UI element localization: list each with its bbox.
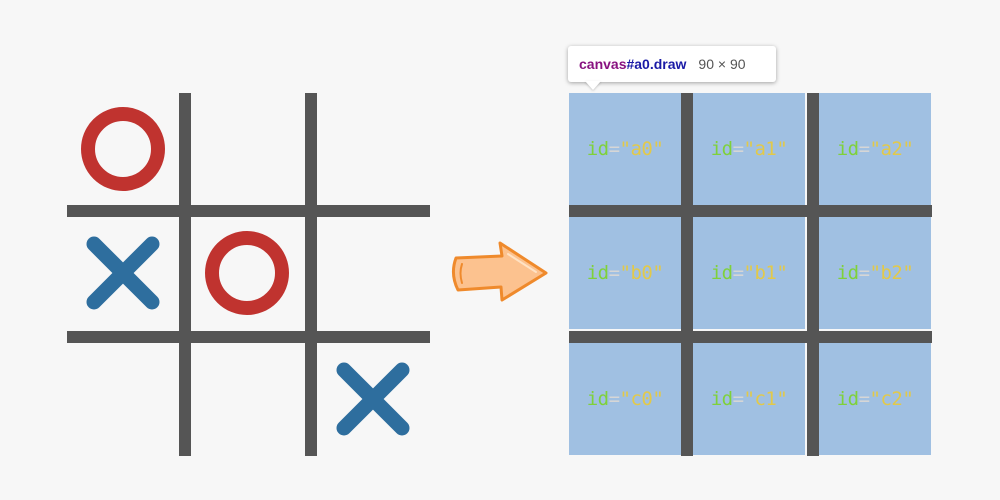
right-arrow-icon (451, 241, 548, 302)
attr-equals: = (608, 388, 620, 410)
grid-line (807, 93, 819, 456)
attr-equals: = (858, 138, 870, 160)
attr-name: id (836, 138, 859, 160)
attr-name: id (586, 262, 609, 284)
canvas-cell[interactable]: id="c2" (819, 343, 931, 455)
attr-equals: = (858, 262, 870, 284)
tooltip-selector: #a0.draw (626, 56, 687, 72)
attr-value: "a2" (869, 138, 914, 160)
x-mark-icon (86, 236, 160, 310)
attr-value: "b0" (619, 262, 664, 284)
devtools-tooltip: canvas#a0.draw 90 × 90 (568, 46, 776, 82)
cell-id-label: id="c2" (837, 388, 914, 410)
canvas-cell[interactable]: id="c0" (569, 343, 681, 455)
attr-name: id (586, 138, 609, 160)
attr-equals: = (608, 262, 620, 284)
tooltip-caret (585, 81, 601, 90)
attr-value: "b2" (869, 262, 914, 284)
attr-name: id (836, 262, 859, 284)
cell-id-label: id="a1" (711, 138, 788, 160)
tooltip-size: 90 × 90 (698, 56, 746, 72)
x-mark-icon (336, 362, 410, 436)
attr-value: "a1" (743, 138, 788, 160)
cell-id-label: id="c1" (711, 388, 788, 410)
attr-value: "b1" (743, 262, 788, 284)
attr-name: id (586, 388, 609, 410)
cell-id-label: id="a0" (587, 138, 664, 160)
attr-equals: = (732, 262, 744, 284)
canvas-cell[interactable]: id="b0" (569, 217, 681, 329)
canvas-grid: id="c2"id="c1"id="c0"id="b2"id="b1"id="b… (569, 93, 932, 456)
attr-equals: = (732, 138, 744, 160)
grid-line (569, 205, 932, 217)
o-mark-icon (205, 231, 289, 315)
tooltip-tag: canvas (579, 56, 627, 72)
grid-line (681, 93, 693, 456)
attr-value: "c2" (869, 388, 914, 410)
grid-line (305, 93, 317, 456)
canvas-cell[interactable]: id="c1" (693, 343, 805, 455)
attr-name: id (836, 388, 859, 410)
attr-name: id (710, 138, 733, 160)
canvas-cell[interactable]: id="a2" (819, 93, 931, 205)
attr-value: "c0" (619, 388, 664, 410)
cell-id-label: id="b2" (837, 262, 914, 284)
canvas-cell[interactable]: id="b2" (819, 217, 931, 329)
cell-id-label: id="c0" (587, 388, 664, 410)
canvas-cell[interactable]: id="a0" (569, 93, 681, 205)
grid-line (179, 93, 191, 456)
attr-equals: = (608, 138, 620, 160)
o-mark-icon (81, 107, 165, 191)
grid-line (67, 205, 430, 217)
grid-line (569, 331, 932, 343)
attr-equals: = (858, 388, 870, 410)
attr-value: "a0" (619, 138, 664, 160)
cell-id-label: id="a2" (837, 138, 914, 160)
attr-equals: = (732, 388, 744, 410)
canvas-cell[interactable]: id="b1" (693, 217, 805, 329)
cell-id-label: id="b1" (711, 262, 788, 284)
cell-id-label: id="b0" (587, 262, 664, 284)
tic-tac-toe-board (67, 93, 430, 456)
attr-value: "c1" (743, 388, 788, 410)
attr-name: id (710, 388, 733, 410)
canvas-cell[interactable]: id="a1" (693, 93, 805, 205)
grid-line (67, 331, 430, 343)
attr-name: id (710, 262, 733, 284)
